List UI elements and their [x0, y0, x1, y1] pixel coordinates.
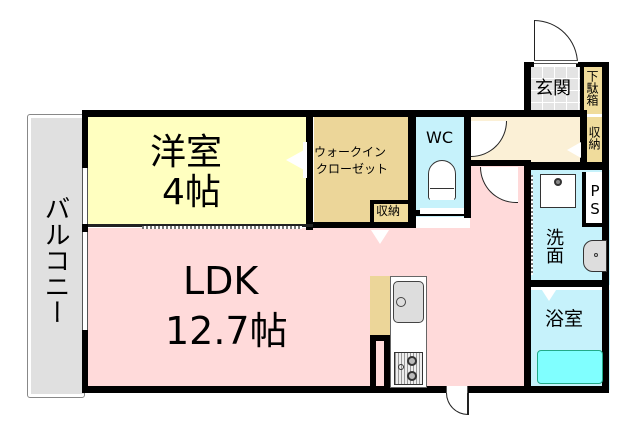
- ldk-name: LDK: [183, 259, 259, 303]
- closet-storage-label: 収納: [376, 204, 401, 218]
- shoe-box: [584, 66, 602, 114]
- entrance-label: 玄関: [535, 78, 571, 99]
- room-entrance: [530, 66, 582, 114]
- ps-label: PS: [586, 182, 604, 218]
- closet-storage: [370, 200, 410, 225]
- ldk-size: 12.7帖: [165, 309, 288, 353]
- room-ldk: [88, 228, 526, 388]
- bathtub-icon: [537, 350, 603, 384]
- hall-storage-label: 収納: [587, 126, 601, 150]
- kitchen-storage: [370, 276, 390, 335]
- sliding-door-western[interactable]: [142, 226, 302, 229]
- western-room-name: 洋室: [150, 132, 223, 173]
- balcony: [27, 114, 85, 398]
- hall-storage-marker: [567, 142, 581, 158]
- closet-door-marker: [286, 150, 304, 170]
- shoe-box-label: 下駄箱: [585, 70, 599, 106]
- walk-in-closet-label-2: クローゼット: [316, 162, 389, 176]
- western-room-size: 4帖: [162, 172, 221, 213]
- balcony-label: バルコニー: [40, 195, 70, 325]
- wc-label: WC: [426, 128, 453, 147]
- entrance-door[interactable]: [534, 20, 578, 64]
- bath-door-marker: [540, 287, 558, 301]
- wash-basin-icon: [583, 240, 607, 272]
- balcony-side-door[interactable]: [446, 393, 468, 415]
- window-ldk: [82, 232, 88, 330]
- walk-in-closet-label-1: ウォークイン: [314, 145, 387, 159]
- storage-door-marker: [371, 230, 389, 244]
- bathroom-label: 浴室: [545, 308, 584, 330]
- hall-storage: [587, 117, 605, 162]
- room-western: [88, 117, 310, 225]
- washroom-label: 洗面: [543, 228, 564, 264]
- washing-machine-icon: [540, 174, 576, 208]
- window-western-room: [82, 168, 88, 224]
